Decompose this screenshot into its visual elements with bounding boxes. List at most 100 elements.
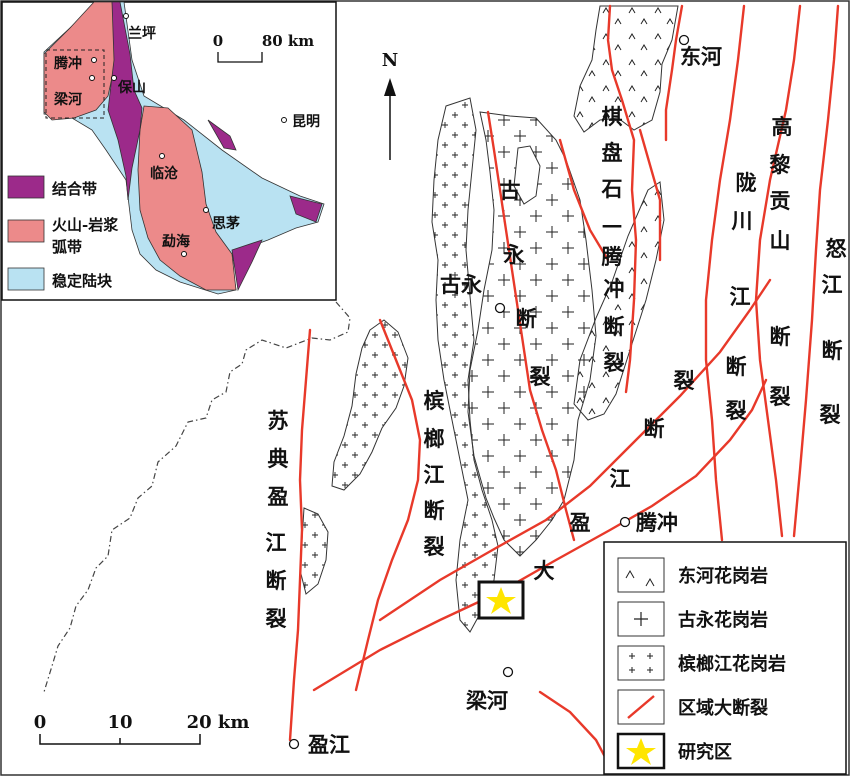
fault-label-char: 裂 (674, 368, 695, 393)
fault-label-char: 冲 (604, 276, 625, 301)
place-lianghe: 梁河 (465, 688, 508, 713)
fault-label-char: 裂 (726, 398, 747, 423)
place-marker-lianghe (502, 666, 514, 678)
binlangjiang-granite-body-west (331, 319, 409, 491)
place-yingjiang: 盈江 (307, 732, 350, 757)
fault-label-char: 断 (770, 324, 791, 349)
study-area (477, 580, 525, 620)
fault-label-char: — (602, 212, 623, 237)
inset-scale-bar (217, 52, 263, 63)
fault-label-char: 裂 (530, 364, 551, 389)
place-marker-tengchong (619, 516, 631, 528)
fault-label-char: 裂 (820, 402, 841, 427)
fault-qipanshi-north (664, 4, 684, 142)
legend-label-binlangjiang-granite: 槟榔江花岗岩 (678, 653, 786, 675)
fault-label-char: 盈 (267, 484, 289, 509)
inset-legend-arc-label-2: 弧带 (52, 238, 82, 256)
fault-label-char: 榔 (424, 426, 445, 451)
fault-label-char: 陇 (736, 170, 757, 195)
inset-place-tengchong: 腾冲 (54, 55, 82, 72)
fault-label-char: 高 (772, 114, 793, 139)
fault-label-char: 贡 (770, 188, 791, 213)
inset-legend-arc-label: 火山-岩浆 (52, 216, 119, 234)
place-tengchong: 腾冲 (636, 510, 678, 535)
national-border (43, 301, 351, 693)
place-marker-yingjiang (288, 738, 300, 750)
fault-label-char: 永 (503, 242, 525, 267)
fault-label-char: 断 (516, 306, 537, 331)
fault-label-char: 古 (500, 178, 521, 203)
fault-label-guyong: 古永断裂 (500, 178, 551, 389)
fault-guyong (486, 110, 576, 542)
fault-label-char: 盘 (602, 140, 623, 165)
binlangjiang-granite-body-south (299, 507, 329, 595)
inset-legend-suture-swatch (7, 175, 45, 199)
fault-label-char: 断 (644, 416, 665, 441)
north-arrow: N (382, 50, 398, 160)
fault-label-char: 断 (424, 498, 445, 523)
fault-label-char: 盈 (569, 510, 591, 535)
place-marker-guyong (494, 302, 506, 314)
inset-legend-stable-swatch (7, 267, 45, 291)
fault-longchuanjiang (704, 4, 746, 542)
inset-place-menghai: 勐海 (162, 233, 190, 250)
fault-label-char: 苏 (268, 408, 289, 433)
inset-legend-stable-label: 稳定陆块 (52, 272, 113, 290)
fault-label-char: 江 (730, 284, 751, 309)
inset-scale-label-0: 0 (213, 32, 223, 50)
fault-dayingjiang-upper (378, 278, 772, 622)
regional-faults (288, 4, 840, 772)
fault-label-char: 大 (534, 558, 555, 583)
guyong-granite-window (513, 145, 541, 205)
inset-place-lincang: 临沧 (150, 165, 179, 182)
inset-map: 兰坪 腾冲 梁河 保山 昆明 临沧 思茅 勐海 0 80 km 结合带 火山-岩… (1, 1, 337, 301)
fault-label-char: 断 (822, 338, 843, 363)
inset-place-baoshan: 保山 (117, 79, 146, 96)
regional-fault-symbol-icon (627, 695, 655, 719)
legend-label-regional-fault: 区域大断裂 (678, 697, 768, 719)
fault-label-char: 江 (266, 530, 287, 555)
fault-label-char: 裂 (604, 350, 625, 375)
fault-label-char: 断 (604, 314, 625, 339)
fault-label-binlangjiang: 槟榔江断裂 (424, 388, 445, 559)
guyong-granite-body (467, 111, 597, 557)
fault-label-char: 裂 (266, 606, 287, 631)
inset-suture-zone-west (107, 1, 143, 201)
map-legend: 东河花岗岩 古永花岗岩 槟榔江花岗岩 区域大断裂 研究区 (603, 541, 847, 775)
inset-place-kunming: 昆明 (292, 114, 320, 130)
inset-legend-suture-label: 结合带 (52, 180, 97, 198)
inset-suture-zone-east (289, 195, 323, 223)
inset-study-region (45, 49, 105, 119)
fault-label-dayingjiang: 大盈江断裂 (534, 368, 695, 583)
inset-place-simao: 思茅 (212, 215, 240, 232)
fault-label-char: 黎 (770, 152, 791, 177)
fault-label-char: 江 (822, 272, 843, 297)
guyong-granite-symbol-icon (634, 612, 648, 626)
fault-dayingjiang-lower (312, 378, 768, 692)
fault-label-char: 石 (601, 176, 623, 201)
fault-label-longchuanjiang: 陇川江断裂 (726, 170, 757, 423)
inset-legend-arc-swatch (7, 219, 45, 243)
fault-label-gaoligongshan: 高黎贡山断裂 (770, 114, 793, 409)
fault-label-char: 槟 (424, 388, 445, 413)
fault-label-char: 典 (268, 446, 289, 471)
fault-label-char: 怒 (826, 236, 847, 261)
fault-label-char: 断 (266, 568, 287, 593)
fault-label-sudian-yingjiang: 苏典盈江断裂 (266, 408, 289, 631)
inset-scale-label-80: 80 km (262, 32, 314, 50)
scale-label-10: 10 (107, 712, 132, 733)
fault-label-char: 断 (726, 354, 747, 379)
fault-label-char: 江 (610, 466, 631, 491)
north-label: N (382, 50, 398, 71)
place-guyong: 古永 (440, 272, 482, 297)
fault-label-char: 川 (731, 208, 753, 233)
fault-label-char: 棋 (602, 104, 623, 129)
fault-binlangjiang (354, 318, 422, 692)
fault-qipanshi-tengchong (606, 4, 638, 394)
legend-label-study-area: 研究区 (678, 741, 732, 763)
scale-label-0: 0 (34, 712, 47, 733)
donghe-granite-body (573, 5, 679, 133)
fault-southeast (538, 690, 614, 772)
